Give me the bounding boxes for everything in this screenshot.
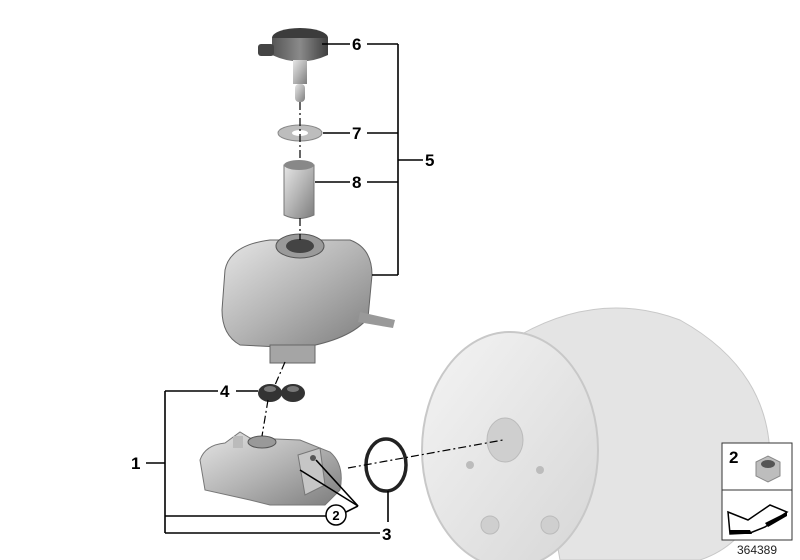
callout-4: 4 xyxy=(220,382,230,401)
o-ring xyxy=(364,437,408,493)
callout-1: 1 xyxy=(131,454,140,473)
fluid-reservoir xyxy=(221,233,395,364)
seal-washer xyxy=(277,124,323,142)
legend-box: 2 xyxy=(721,442,793,541)
callout-5: 5 xyxy=(425,151,434,170)
master-cylinder xyxy=(199,431,342,506)
callout-2: 2 xyxy=(332,508,339,523)
brake-booster xyxy=(421,307,771,560)
callout-2-circle xyxy=(325,504,347,526)
reservoir-cap xyxy=(258,28,328,102)
callout-3: 3 xyxy=(382,525,391,544)
assembly-axis-lines xyxy=(261,102,504,469)
callout-7: 7 xyxy=(352,124,361,143)
callout-8: 8 xyxy=(352,173,361,192)
leader-lines xyxy=(146,43,423,534)
callout-6: 6 xyxy=(352,35,361,54)
grommets xyxy=(258,384,305,402)
legend-part-number: 2 xyxy=(729,448,738,467)
filter-insert xyxy=(283,160,315,219)
arrow-icon xyxy=(727,504,789,535)
document-id: 364389 xyxy=(737,543,777,557)
hex-nut-icon xyxy=(755,455,781,483)
